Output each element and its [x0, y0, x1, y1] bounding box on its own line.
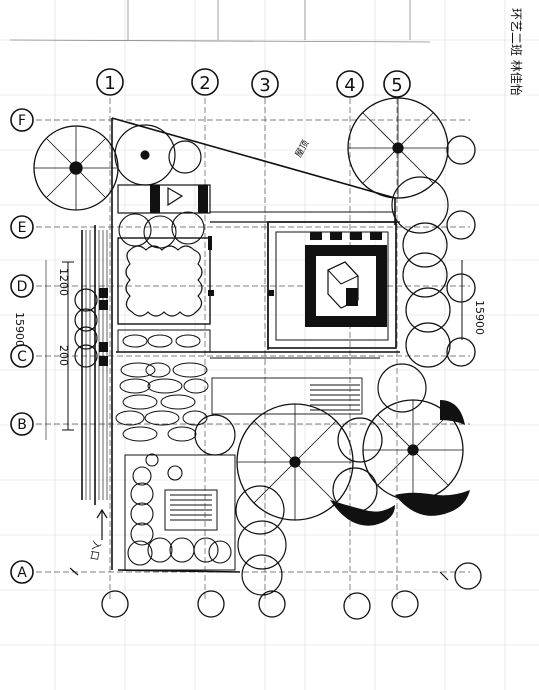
tree-shadows — [330, 400, 470, 526]
entry-gate — [117, 184, 211, 214]
axis-label-B: B — [17, 417, 27, 433]
row-axis-markers — [10, 108, 34, 584]
axis-label-F: F — [18, 113, 26, 129]
central-building — [116, 211, 400, 359]
axis-label-1: 1 — [104, 73, 115, 94]
paving-band — [117, 329, 211, 353]
axis-label-2: 2 — [199, 73, 210, 94]
axis-bubble-D — [10, 274, 34, 298]
axis-bubble-F — [10, 108, 34, 132]
wall-piers — [150, 185, 274, 296]
axis-label-C: C — [17, 349, 27, 365]
axis-bubble-5 — [383, 70, 411, 98]
axis-label-E: E — [18, 220, 27, 236]
sheet-title-note: 环艺二班 林佳怡 — [509, 8, 523, 96]
axis-label-5: 5 — [391, 75, 402, 96]
tree-large-top-right — [347, 97, 449, 199]
dimension-left-upper: 1200 — [57, 268, 70, 296]
paper-top-edge — [9, 0, 431, 43]
axis-bubble-2 — [191, 68, 219, 96]
right-tree-column — [377, 176, 451, 413]
axis-label-D: D — [17, 279, 28, 295]
axis-bubble-B — [10, 412, 34, 436]
deck-stepping-blocks — [99, 288, 108, 366]
axis-bubble-A — [10, 560, 34, 584]
axis-label-4: 4 — [344, 75, 355, 96]
oval-pavers — [115, 362, 209, 442]
tree-large-center-bottom — [236, 403, 354, 521]
roof-note: 屋顶 — [293, 138, 312, 159]
axis-bubble-E — [10, 215, 34, 239]
entry-arrow — [69, 508, 449, 581]
tree-large-top-left — [33, 125, 119, 211]
lower-planters — [124, 454, 236, 571]
axis-label-3: 3 — [259, 75, 270, 96]
building-roof-hatch — [310, 232, 382, 240]
axis-bubble-C — [10, 344, 34, 368]
axis-label-A: A — [17, 565, 27, 581]
upper-planter — [117, 237, 211, 325]
column-axis-markers — [96, 68, 411, 98]
right-edge-circles — [446, 135, 476, 367]
dimension-right-total: 15900 — [473, 300, 486, 335]
axis-bubble-1 — [96, 68, 124, 96]
lower-small-trees — [235, 467, 378, 596]
tree-center-mid — [194, 414, 383, 463]
site-boundary — [81, 117, 396, 573]
row-e-trees — [118, 211, 205, 249]
lower-left-shrubs — [127, 453, 232, 566]
axis-bubble-4 — [336, 70, 364, 98]
stairs — [211, 377, 363, 415]
left-stepping-stones — [74, 288, 98, 368]
entry-note: 入口 — [88, 539, 102, 561]
dimension-left-lower: 200 — [57, 345, 70, 366]
axis-bubble-3 — [251, 70, 279, 98]
left-dimension-line — [45, 260, 74, 440]
dimension-left-total: 15900 — [13, 312, 26, 347]
bottom-row-circles — [101, 562, 482, 620]
tree-top-left-2 — [114, 124, 202, 186]
